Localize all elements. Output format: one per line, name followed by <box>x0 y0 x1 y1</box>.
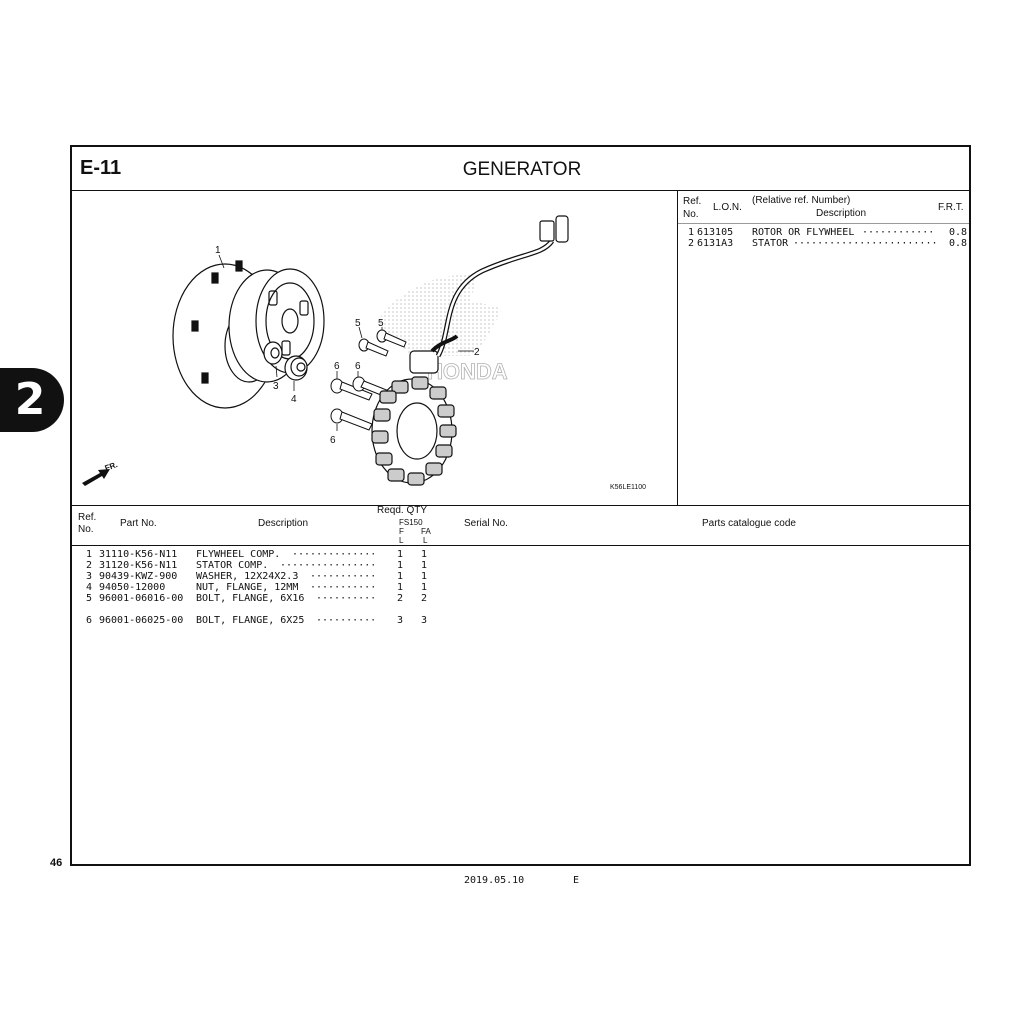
honda-wing-watermark: HONDA <box>377 275 508 384</box>
row-ref: 5 <box>86 593 93 604</box>
footer-edition: E <box>573 875 580 886</box>
row-ref: 2 <box>86 560 93 571</box>
row-ref: 4 <box>86 582 93 593</box>
parts-serial-no-header: Serial No. <box>464 518 508 529</box>
frt-row-dots: ············ <box>862 227 935 238</box>
row-dots: ·············· <box>292 549 377 560</box>
callout-numbers: 1 2 3 4 5 5 6 6 6 <box>215 245 480 446</box>
row-qty-fa: 1 <box>421 560 428 571</box>
parts-sub-f-header: L <box>399 536 404 545</box>
parts-header-divider <box>72 545 969 546</box>
callout-6a: 6 <box>334 361 340 372</box>
illustration-divider <box>677 190 678 505</box>
row-qty-f: 1 <box>397 582 404 593</box>
frt-row-ref: 1 <box>688 227 695 238</box>
frt-header-underline <box>678 223 969 224</box>
row-qty-f: 1 <box>397 549 404 560</box>
row-description: BOLT, FLANGE, 6X16 <box>196 593 305 604</box>
callout-6c: 6 <box>330 435 336 446</box>
frt-row-ref: 2 <box>688 238 695 249</box>
parts-catalogue-code-header: Parts catalogue code <box>702 518 796 529</box>
frt-row-value: 0.8 <box>949 238 968 249</box>
frt-row-desc: STATOR <box>752 238 789 249</box>
row-ref: 6 <box>86 615 93 626</box>
row-qty-fa: 3 <box>421 615 428 626</box>
frt-desc-relative-header: (Relative ref. Number) <box>752 195 851 206</box>
row-part-no: 96001-06025-00 <box>99 615 184 626</box>
row-dots: ··········· <box>310 582 377 593</box>
callout-5a: 5 <box>355 318 361 329</box>
frt-desc-header: Description <box>816 208 867 219</box>
page-frame: E-11 GENERATOR Ref. No. L.O.N. (Relative… <box>70 145 971 866</box>
flywheel-drawing <box>172 260 325 409</box>
parts-ref-no-header: Ref. No. <box>78 512 97 535</box>
row-qty-fa: 2 <box>421 593 428 604</box>
table-divider <box>72 505 969 506</box>
row-part-no: 31110-K56-N11 <box>99 549 178 560</box>
row-qty-f: 1 <box>397 571 404 582</box>
washer-drawing <box>263 341 283 365</box>
row-description: NUT, FLANGE, 12MM <box>196 582 299 593</box>
frt-row-desc: ROTOR OR FLYWHEEL <box>752 227 855 238</box>
callout-1: 1 <box>215 245 221 256</box>
parts-col-fa-header: FA <box>421 527 431 536</box>
row-description: FLYWHEEL COMP. <box>196 549 281 560</box>
parts-sub-fa-header: L <box>423 536 428 545</box>
row-ref: 1 <box>86 549 93 560</box>
honda-watermark-text: HONDA <box>427 359 508 384</box>
section-tab <box>0 368 64 432</box>
parts-reqd-qty-header: Reqd. QTY <box>377 505 428 516</box>
callout-leaders <box>218 254 474 431</box>
frt-row-lon: 6131A3 <box>697 238 734 249</box>
page-number: 46 <box>50 857 63 869</box>
row-qty-fa: 1 <box>421 549 428 560</box>
section-code: E-11 <box>80 157 122 179</box>
stator-drawing <box>371 215 569 486</box>
frt-frt-header: F.R.T. <box>938 202 964 213</box>
parts-part-no-header: Part No. <box>120 518 157 529</box>
footer-date: 2019.05.10 <box>464 875 525 886</box>
frt-row-lon: 613105 <box>697 227 734 238</box>
page-title: GENERATOR <box>462 159 582 180</box>
row-description: WASHER, 12X24X2.3 <box>196 571 299 582</box>
header-divider <box>72 190 969 191</box>
row-part-no: 94050-12000 <box>99 582 166 593</box>
frt-ref-no-header: Ref. No. <box>683 196 702 220</box>
frt-row-dots: ························ <box>793 238 938 249</box>
generator-exploded-diagram: HONDA <box>82 215 646 491</box>
row-ref: 3 <box>86 571 93 582</box>
row-description: BOLT, FLANGE, 6X25 <box>196 615 305 626</box>
row-qty-f: 2 <box>397 593 404 604</box>
row-qty-f: 3 <box>397 615 404 626</box>
callout-2: 2 <box>474 347 480 358</box>
parts-model-header: FS150 <box>399 518 423 527</box>
parts-col-f-header: F <box>399 527 404 536</box>
nut-drawing <box>284 355 308 381</box>
row-part-no: 90439-KWZ-900 <box>99 571 178 582</box>
row-qty-fa: 1 <box>421 582 428 593</box>
parts-description-header: Description <box>258 518 309 529</box>
row-dots: ··········· <box>310 571 377 582</box>
illustration-code: K56LE1100 <box>610 484 646 491</box>
frt-row-value: 0.8 <box>949 227 968 238</box>
front-direction-label: FR. <box>104 460 119 473</box>
front-direction-arrow-icon: FR. <box>82 460 119 486</box>
row-part-no: 31120-K56-N11 <box>99 560 178 571</box>
bolt-5-drawing <box>358 329 407 357</box>
row-qty-f: 1 <box>397 560 404 571</box>
frt-lon-header: L.O.N. <box>713 202 742 213</box>
row-dots: ················ <box>280 560 377 571</box>
row-description: STATOR COMP. <box>196 560 269 571</box>
row-part-no: 96001-06016-00 <box>99 593 184 604</box>
row-qty-fa: 1 <box>421 571 428 582</box>
callout-6b: 6 <box>355 361 361 372</box>
section-tab-number: 2 <box>14 374 46 425</box>
row-dots: ·········· <box>316 593 377 604</box>
row-dots: ·········· <box>316 615 377 626</box>
callout-3: 3 <box>273 381 279 392</box>
callout-5b: 5 <box>378 318 384 329</box>
callout-4: 4 <box>291 394 297 405</box>
